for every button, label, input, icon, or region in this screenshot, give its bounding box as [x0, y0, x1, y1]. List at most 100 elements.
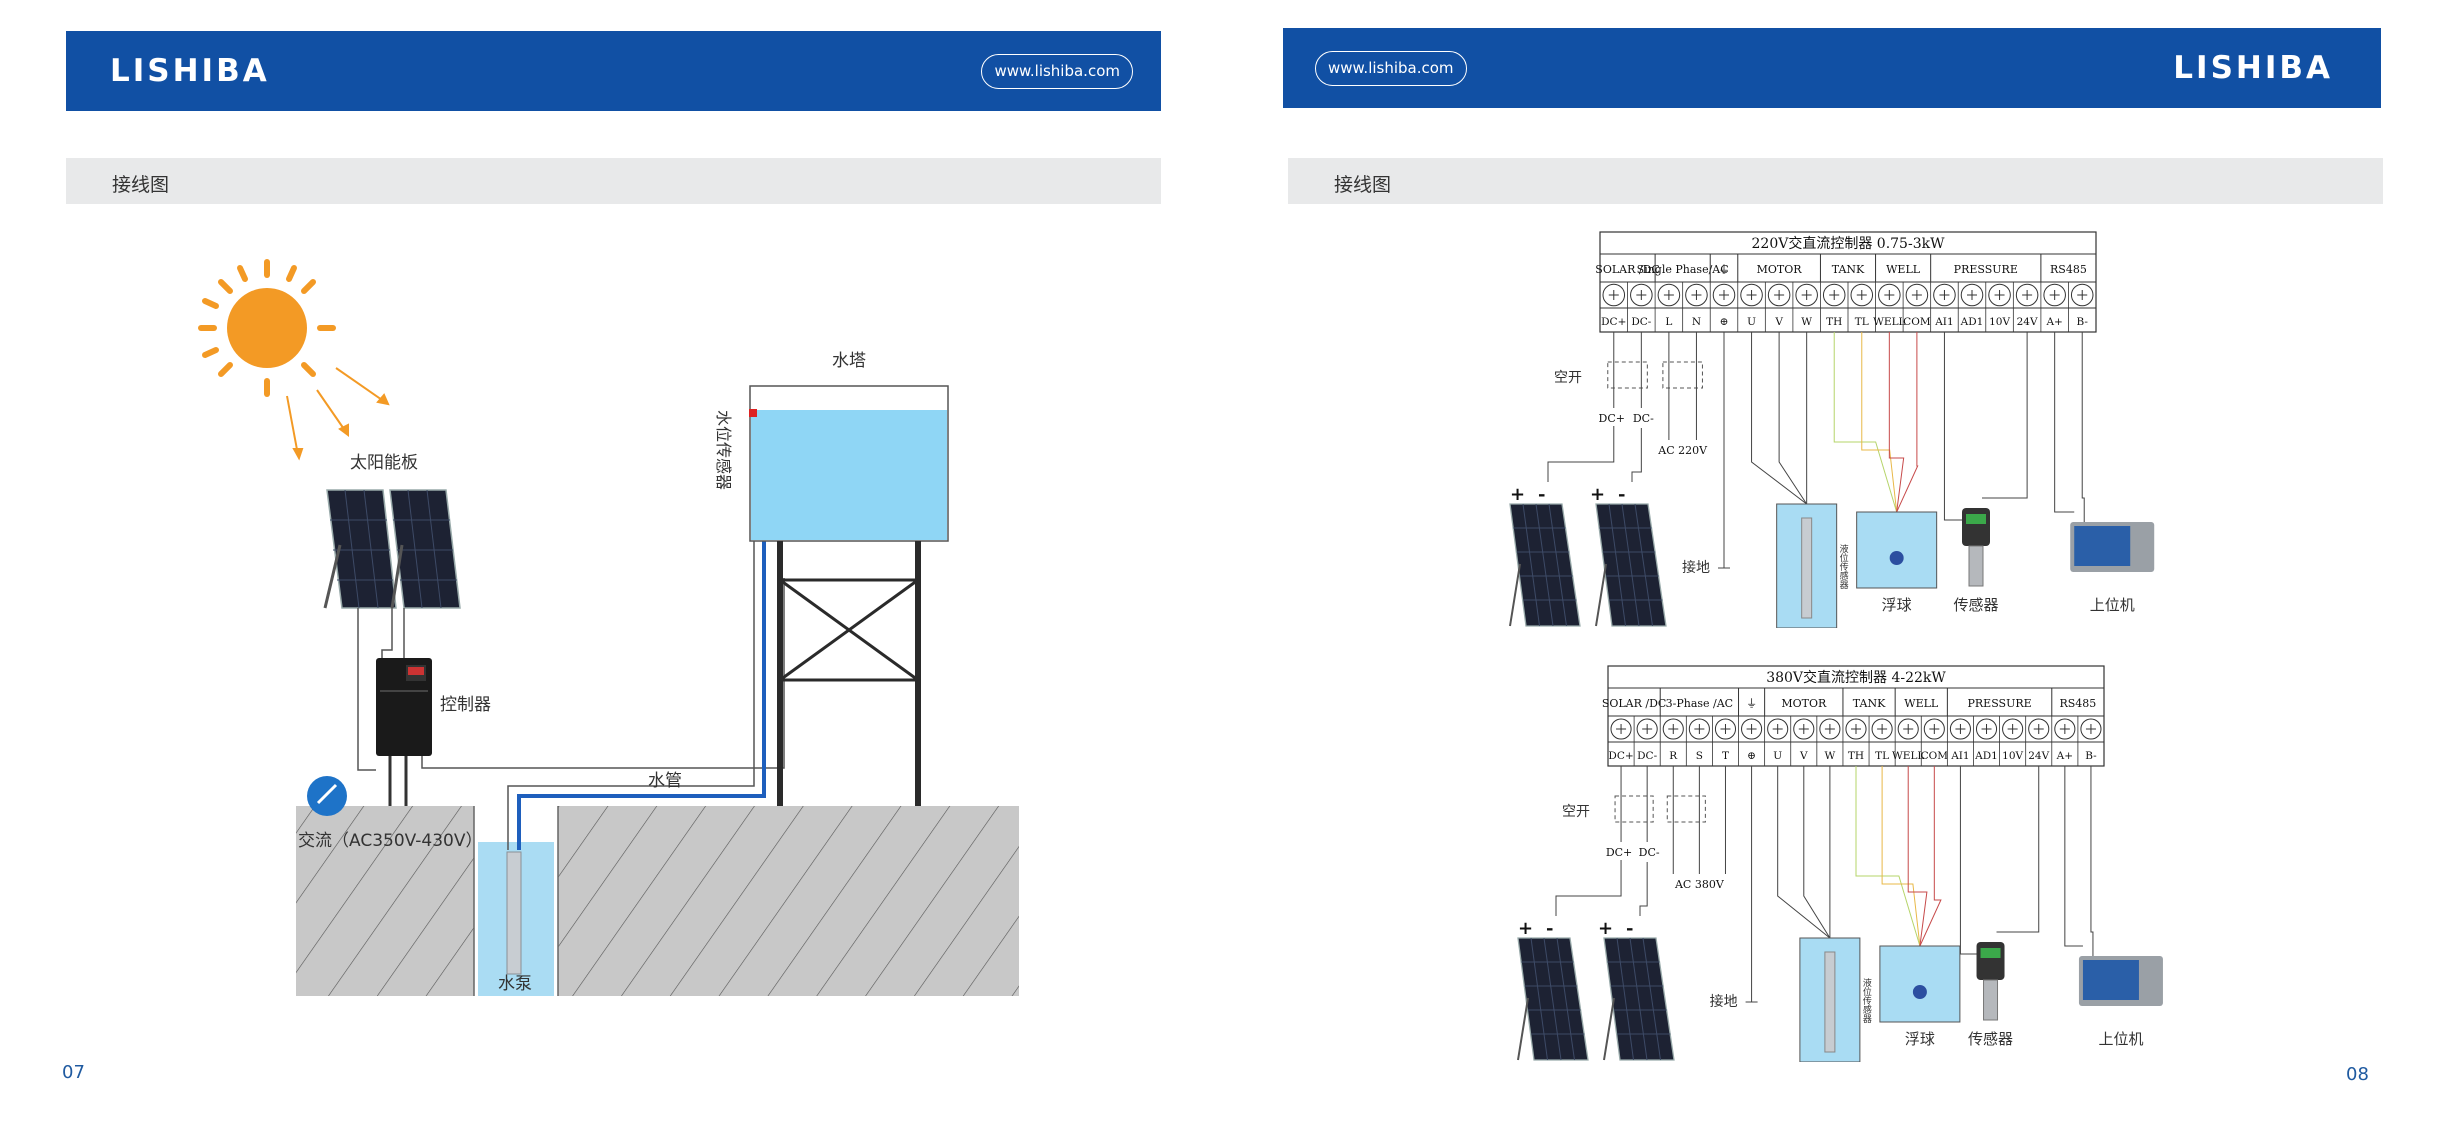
website-link[interactable]: www.lishiba.com [1315, 51, 1467, 86]
ac-label: AC 220V [1657, 444, 1708, 457]
terminal-group-label: SOLAR /DC [1602, 697, 1667, 710]
terminal-label: DC+ [1608, 750, 1633, 762]
terminal-group-label: MOTOR [1781, 697, 1827, 710]
terminal-group-label: RS485 [2050, 263, 2087, 276]
terminal-group-label: MOTOR [1757, 263, 1803, 276]
polarity-mark: + [1590, 484, 1605, 505]
terminal-label: V [1799, 750, 1808, 762]
polarity-mark: + [1598, 918, 1613, 939]
terminal-label: A+ [2045, 316, 2062, 328]
breaker-label: 空开 [1554, 370, 1582, 386]
terminal-label: B- [2085, 750, 2097, 762]
right-header: www.lishiba.com LISHIBA [1283, 28, 2381, 108]
pump-icon [1801, 517, 1813, 619]
right-section-bar: 接线图 [1288, 158, 2383, 204]
plug-icon [307, 776, 347, 816]
circuit-breaker [1666, 795, 1706, 823]
dc-label: DC+ [1606, 846, 1632, 859]
terminal-group-label: PRESSURE [1954, 263, 2018, 276]
terminal-label: U [1747, 316, 1756, 328]
terminal-label: V [1774, 316, 1783, 328]
terminal-group-label: PRESSURE [1967, 697, 2031, 710]
terminal-label: ⊕ [1720, 316, 1729, 328]
terminal-group-label: ⏚ [1746, 697, 1757, 710]
terminal-label: TL [1875, 750, 1889, 762]
circuit-breaker [1607, 361, 1648, 389]
terminal-label: L [1665, 316, 1672, 328]
host-label: 上位机 [2090, 596, 2135, 614]
polarity-mark: - [1538, 484, 1545, 505]
host-label: 上位机 [2098, 1030, 2143, 1048]
level-sensor-label: 液位传感器 [1838, 543, 1849, 589]
dc-label: DC+ [1599, 412, 1625, 425]
polarity-mark: + [1518, 918, 1533, 939]
ac-label: AC 380V [1674, 878, 1725, 891]
solar-panel-label: 太阳能板 [350, 453, 418, 473]
terminal-label: A+ [2056, 750, 2073, 762]
brand-logo: LISHIBA [2173, 50, 2333, 86]
terminal-label: S [1696, 750, 1703, 762]
terminal-label: AI1 [1934, 316, 1953, 328]
solar-panels [1517, 937, 1675, 1061]
terminal-label: 10V [2002, 750, 2023, 762]
terminal-group-label: Single Phase/AC [1637, 263, 1729, 276]
float-tank [1856, 511, 1938, 589]
terminal-label: TH [1848, 750, 1864, 762]
terminal-label: T [1722, 750, 1729, 762]
terminal-group-label: RS485 [2059, 697, 2096, 710]
controller-label: 控制器 [440, 695, 491, 715]
terminal-group-label: TANK [1832, 263, 1865, 276]
terminal-label: COM [1921, 750, 1949, 762]
pump-icon [506, 851, 522, 975]
terminal-label: DC- [1631, 316, 1651, 328]
terminal-label: ⊕ [1747, 750, 1756, 762]
solar-panels [1509, 503, 1667, 627]
level-sensor-label: 水位传感器 [714, 410, 733, 490]
terminal-label: 24V [2028, 750, 2049, 762]
dc-label: DC- [1633, 412, 1654, 425]
left-section-bar: 接线图 [66, 158, 1161, 204]
terminal-label: DC+ [1601, 316, 1626, 328]
terminal-label: WELL [1873, 316, 1905, 328]
terminal-group-label: WELL [1904, 697, 1939, 710]
sensor-label: 传感器 [1968, 1030, 2013, 1048]
website-link[interactable]: www.lishiba.com [981, 54, 1133, 89]
terminal-label: TH [1826, 316, 1842, 328]
water-pipe-label: 水管 [648, 771, 682, 791]
dc-label: DC- [1639, 846, 1660, 859]
page-number-right: 08 [2346, 1064, 2369, 1085]
polarity-mark: - [1618, 484, 1625, 505]
water-tower-label: 水塔 [832, 351, 866, 371]
ac-input-label: 交流（AC350V-430V） [298, 831, 483, 851]
pressure-sensor-icon [1976, 942, 2005, 980]
solar-panels [323, 489, 461, 609]
terminal-label: COM [1903, 316, 1931, 328]
terminal-label: AI1 [1950, 750, 1969, 762]
float-ball-icon [1889, 551, 1904, 565]
pump-icon [1824, 951, 1836, 1053]
page-number-left: 07 [62, 1062, 85, 1083]
section-title: 接线图 [112, 174, 170, 196]
terminal-group-label: WELL [1886, 263, 1921, 276]
terminal-label: AD1 [1960, 316, 1984, 328]
float-label: 浮球 [1882, 596, 1912, 614]
diagram-title: 380V交直流控制器 4-22kW [1766, 669, 1946, 686]
brand-logo: LISHIBA [110, 53, 270, 89]
pressure-sensor-icon [1962, 508, 1990, 546]
float-label: 浮球 [1905, 1030, 1935, 1048]
polarity-mark: - [1626, 918, 1633, 939]
terminal-label: W [1824, 750, 1835, 762]
polarity-mark: + [1510, 484, 1525, 505]
terminal-label: B- [2076, 316, 2088, 328]
ground-label: 接地 [1682, 559, 1710, 576]
diagram-title: 220V交直流控制器 0.75-3kW [1752, 235, 1946, 252]
sensor-label: 传感器 [1953, 596, 1998, 614]
left-header: LISHIBA www.lishiba.com [66, 31, 1161, 111]
section-title: 接线图 [1334, 174, 1392, 196]
terminal-label: N [1692, 316, 1701, 328]
sun-icon [198, 259, 390, 461]
terminal-label: 10V [1989, 316, 2010, 328]
pump-label: 水泵 [498, 974, 532, 994]
terminal-label: 24V [2017, 316, 2038, 328]
